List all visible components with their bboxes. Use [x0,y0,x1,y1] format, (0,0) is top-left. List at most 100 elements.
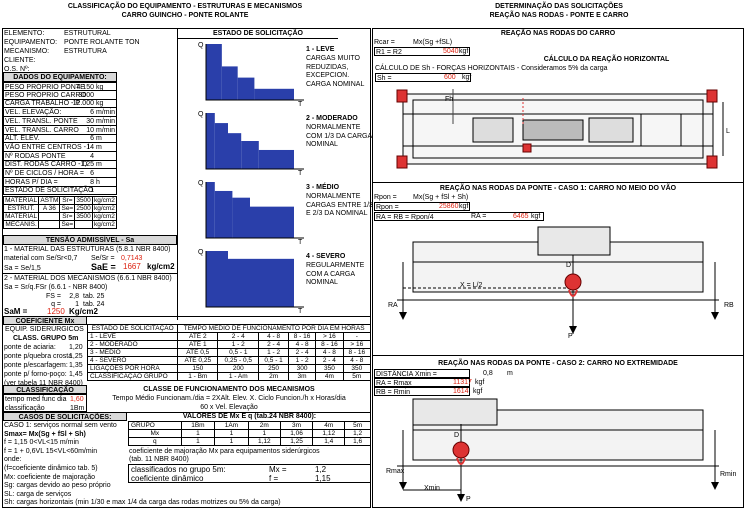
header-right-line1: DETERMINAÇÃO DAS SOLICITAÇÕES [495,3,623,10]
rb-label: RB [724,302,734,309]
solic-bar [228,133,242,169]
mec-block: CLASSE DE FUNCIONAMENTO DOS MECANISMOS T… [112,386,346,411]
tensao-block: 1 - MATERIAL DAS ESTRUTURAS (5.8.1 NBR 8… [3,245,177,317]
solic-item-desc: COM 1/3 DA CARGA [306,132,373,140]
casos-line: SL: carga de serviços [4,490,72,498]
solic-bar [250,206,294,238]
solic-chart-2 [205,113,304,170]
solic-chart-3 [205,182,304,239]
sh-unit: kgf [462,74,472,81]
equip-data-title: DADOS DO EQUIPAMENTO: [3,72,117,82]
solic-bar [214,190,233,238]
trolley-drawing [396,89,724,169]
bridge-case1-drawing [397,226,719,334]
casos-line: Smax= Mx(Sg + fSl + Sh) [4,430,86,438]
solic-item-title: 1 - LEVE [306,46,335,53]
casos-line: Sh: cargas horizontais (min 1/30 e max 1… [4,499,281,507]
solic-bar [258,149,294,169]
header-left-line2: CARRO GUINCHO - PONTE ROLANTE [121,12,249,19]
h-line1: CÁLCULO DE Sh - FORÇAS HORIZONTAIS - Con… [375,65,608,72]
solic-item-desc: REDUZIDAS, [306,63,349,71]
solic-item-desc: CARGAS ENTRE 1/3 [306,201,373,209]
solic-axis [205,113,304,170]
ponte2-block: DISTÂNCIA Xmin = 0,8 m RA = Rmax 11317 k… [374,369,513,396]
casos-line: f = 1,15 0<VL<15 m/min [4,439,79,447]
solic-bar [232,197,250,238]
solic-bar [221,66,238,100]
solic-item-desc: REGULARMENTE [306,262,365,269]
p-label-2: P [466,496,471,503]
fh-label: Fh [445,96,454,103]
right-frame [372,28,744,508]
solic-axis [205,44,304,101]
solic-item-desc: NORMALMENTE [306,124,361,131]
solic-bar [214,123,228,169]
solic-item-title: 4 - SEVERO [306,253,346,260]
solic-bar [228,258,294,307]
solic-item-title: 2 - MODERADO [306,115,358,122]
solic-title: ESTADO DE SOLICITAÇÃO [178,29,338,39]
ponte1-title: REAÇÃO NAS RODAS DA PONTE - CASO 1: CARR… [439,185,677,192]
t-axis-label: T [298,308,303,315]
casos-line: CASO 1: serviços normal sem vento [4,422,117,429]
rmax-label: Rmax [386,468,405,475]
solic-bar [206,182,215,238]
coef-title: COEFICIENTE Mx [3,316,87,325]
solic-bar [237,77,255,100]
ponte2-title: REAÇÃO NAS RODAS DA PONTE - CASO 2: CARR… [438,360,678,367]
solic-item-desc: CARGA NOMINAL [306,80,365,88]
q-axis-label: Q [198,180,204,187]
t-axis-label: T [298,101,303,108]
left-frame [2,28,371,508]
equip-row: Nº DE CICLOS / HORA =6 [3,169,117,178]
valmx-title: VALORES DE Mx E q (tab.24 NBR 8400): [182,413,317,420]
casos-title: CASOS DE SOLICITAÇÕES: [3,412,127,421]
casos-line: onde: [4,456,22,464]
q-axis-label: Q [198,249,204,256]
solic-chart-4 [205,251,304,308]
p-label-1: P [568,333,573,340]
solic-item-desc: COM A CARGA [306,270,356,278]
solic-item-title: 3 - MÉDIO [306,184,340,191]
header-right-line2: REAÇÃO NAS RODAS - PONTE E CARRO [489,12,629,19]
ra-label: RA [388,302,398,309]
casos-line: f = 1 + 0,6VL 15<VL<60m/min [4,447,98,455]
classif-block: tempo med func dia 1,60 classificação 1B… [3,394,87,412]
valmx-result: classificados no grupo 5m: Mx = 1,2 coef… [128,464,371,483]
t-axis-label: T [298,170,303,177]
casos-line: Sg: cargas devido ao peso próprio [4,482,111,490]
tensao-title: TENSÃO ADMISSÍVEL - Sa [3,235,177,245]
bridge-case2-drawing [397,398,719,502]
h-title: CÁLCULO DA REAÇÃO HORIZONTAL [543,56,670,63]
classif-title: CLASSIFICAÇÃO [3,385,87,394]
casos-line: (f=coeficiente dinâmico tab. 5) [4,465,98,472]
sh-label: Sh = [375,73,471,82]
rmin-label: Rmin [720,471,737,478]
casos-line: Mx: coeficiente de majoração [4,473,96,481]
solic-bar [206,251,228,307]
d-label-2: D [454,432,460,439]
solic-bar [241,141,259,169]
solic-item-desc: EXCEPCION. [306,72,350,79]
solic-item-desc: NORMALMENTE [306,193,361,200]
coef-block: EQUIP. SIDERÚRGICOS CLASS. GRUPO 5m pont… [4,326,84,387]
solic-axis [205,182,304,239]
solic-bar [254,88,294,100]
carro-title: REAÇÃO NAS RODAS DO CARRO [500,30,616,37]
solic-item-desc: NOMINAL [306,141,338,148]
